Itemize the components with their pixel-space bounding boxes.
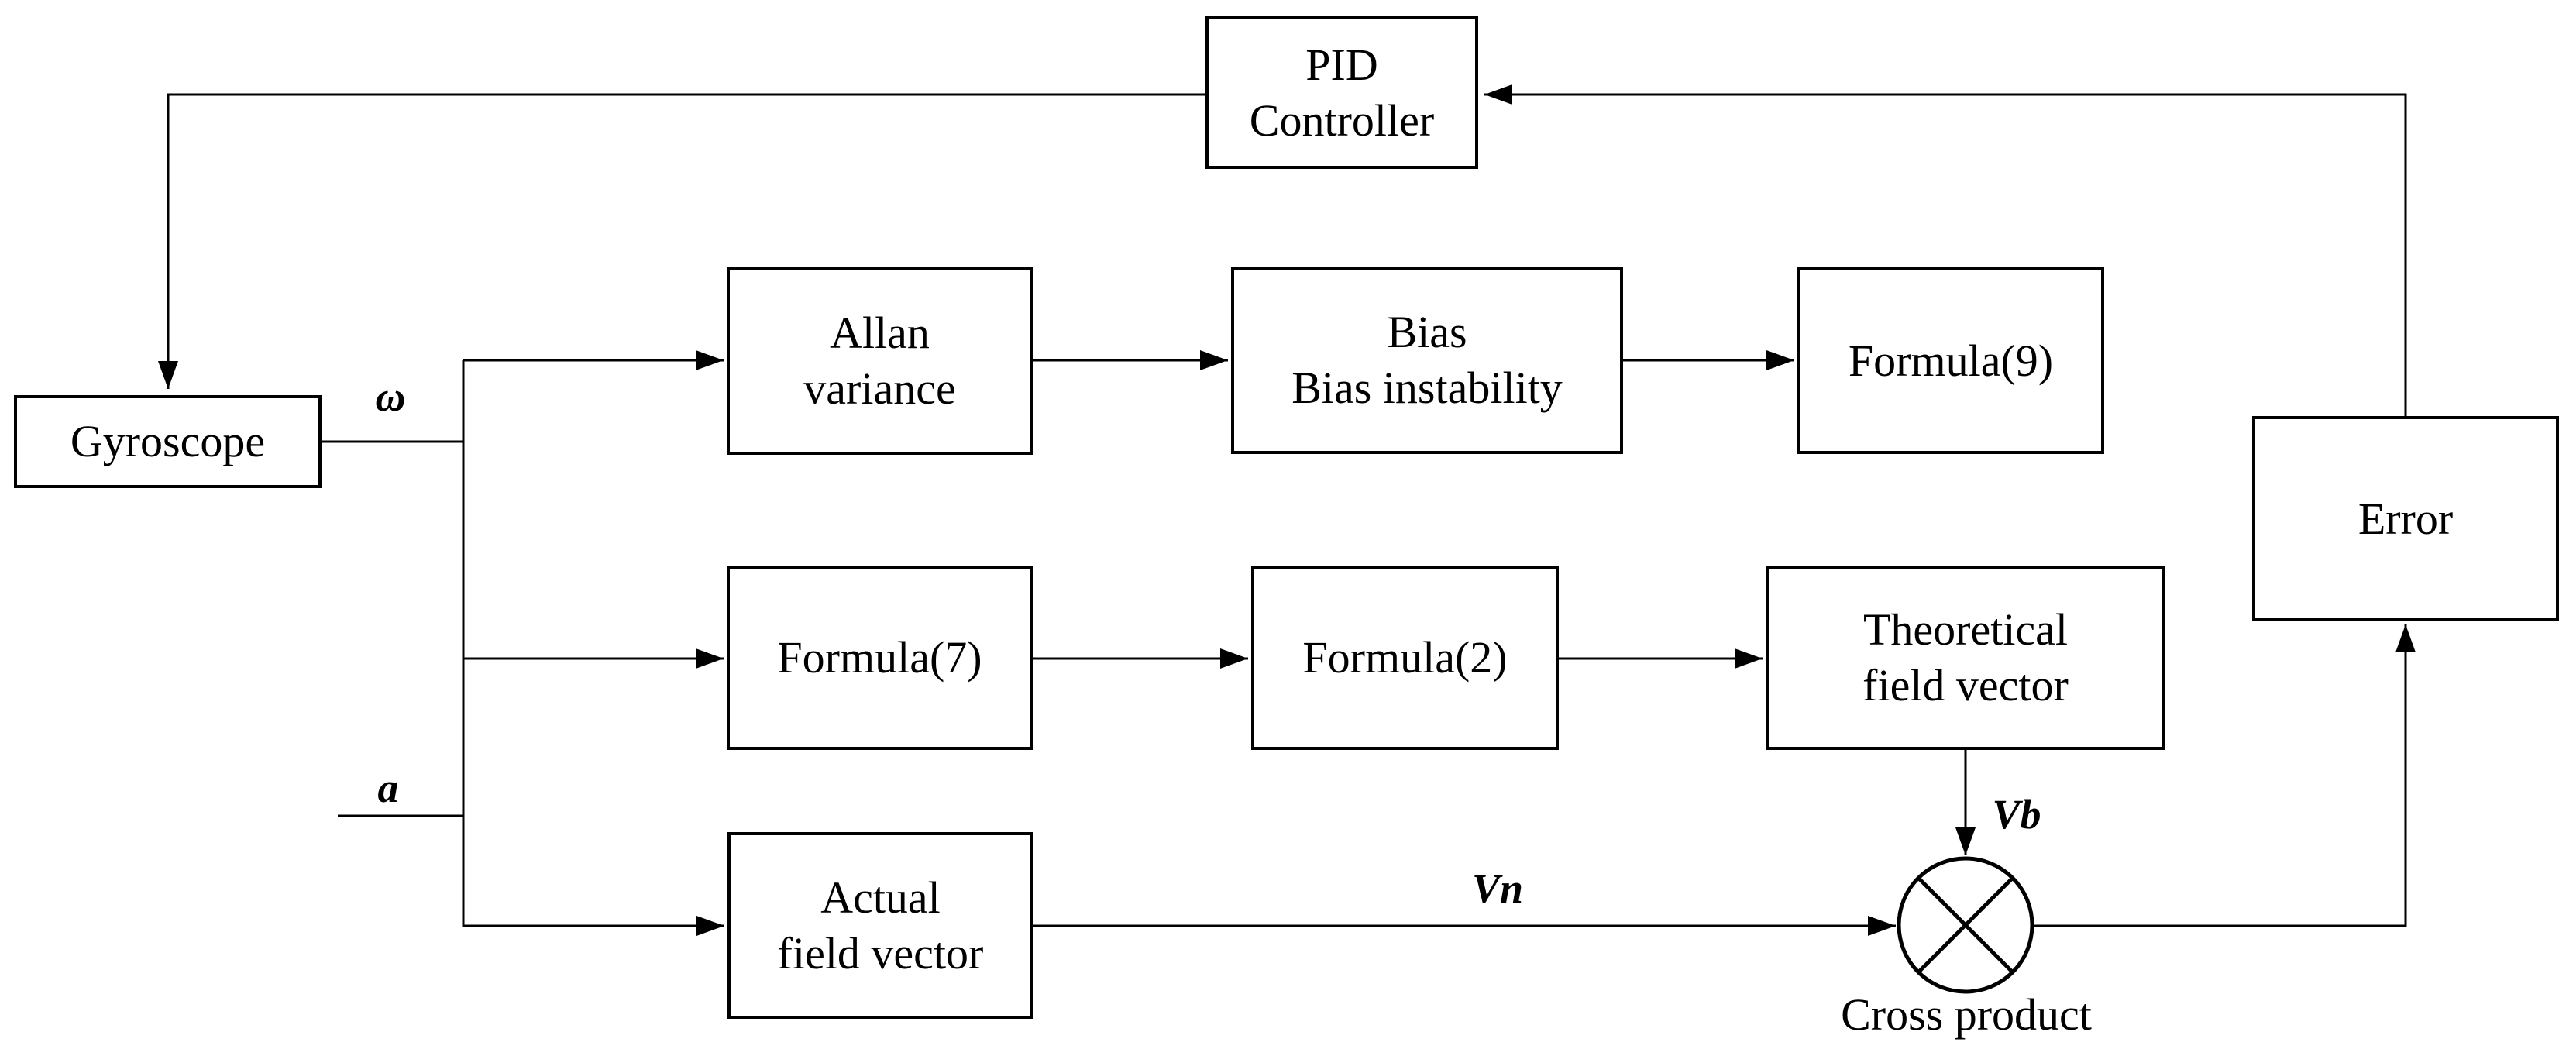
- node-label: Allan: [830, 308, 930, 359]
- connector-branch-rail-to-actual: [462, 360, 724, 936]
- node-error: Error: [2252, 416, 2559, 621]
- node-label: Theoretical: [1862, 604, 2069, 655]
- signal-label-a: a: [377, 765, 399, 811]
- signal-label-vb: Vb: [1992, 791, 2041, 838]
- signal-label-vn: Vn: [1471, 865, 1524, 912]
- node-actual-field-vector: Actual field vector: [727, 832, 1033, 1019]
- node-label: PID: [1305, 39, 1378, 90]
- node-label: Formula(9): [1848, 335, 2054, 386]
- connector-error-to-pid: [1484, 84, 2407, 416]
- node-pid-controller: PID Controller: [1205, 16, 1478, 169]
- node-label: Controller: [1249, 95, 1435, 146]
- signal-label-omega: ω: [375, 373, 406, 420]
- node-formula-9: Formula(9): [1797, 267, 2104, 454]
- node-label: Formula(7): [777, 632, 982, 683]
- node-label: field vector: [777, 927, 984, 979]
- node-label: Bias: [1387, 307, 1467, 358]
- node-label: Formula(2): [1302, 632, 1508, 683]
- node-formula-2: Formula(2): [1251, 566, 1559, 750]
- node-label: Actual: [820, 872, 941, 923]
- connector-crossproduct-to-error: [2032, 624, 2416, 927]
- node-allan-variance: Allan variance: [727, 267, 1033, 455]
- node-label: field vector: [1862, 660, 2069, 710]
- node-label: Error: [2358, 493, 2454, 544]
- cross-product-caption: Cross product: [1841, 989, 2092, 1040]
- node-formula-7: Formula(7): [727, 566, 1033, 750]
- node-label: Gyroscope: [70, 416, 266, 467]
- cross-product-operator-icon: [1897, 856, 2034, 994]
- node-bias-instability: Bias Bias instability: [1231, 267, 1623, 454]
- node-gyroscope: Gyroscope: [14, 395, 322, 488]
- node-label: Bias instability: [1291, 363, 1563, 413]
- node-label: variance: [803, 363, 956, 414]
- node-theoretical-field-vector: Theoretical field vector: [1766, 566, 2165, 750]
- connector-pid-to-gyroscope: [158, 93, 1205, 389]
